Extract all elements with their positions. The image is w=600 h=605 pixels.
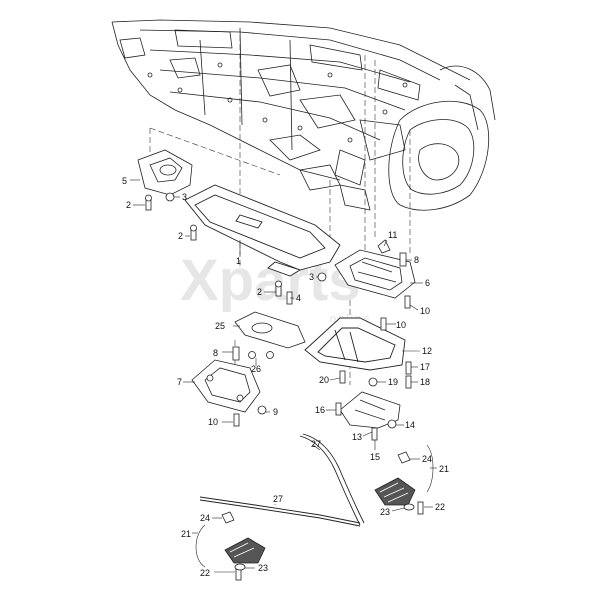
- bracket-part-7: [191, 359, 261, 413]
- callout-25: 25: [215, 321, 225, 331]
- watermark-brand: Xparts: [180, 248, 361, 313]
- callout-11: 11: [388, 230, 397, 240]
- callout-4: 4: [296, 293, 301, 303]
- callout-22a: 22: [435, 502, 445, 512]
- callout-13: 13: [352, 432, 362, 442]
- callout-7: 7: [177, 377, 182, 387]
- bracket-part-21-upper: [374, 477, 416, 506]
- bracket-part-6: [334, 249, 416, 299]
- callout-16: 16: [315, 405, 325, 415]
- clip-part-24: [221, 451, 411, 524]
- callout-3a: 3: [182, 192, 187, 202]
- callout-21a: 21: [439, 464, 449, 474]
- trim-strip-part-27: [199, 433, 365, 527]
- callout-10a: 10: [420, 306, 430, 316]
- callout-22b: 22: [200, 568, 210, 578]
- callout-15: 15: [370, 452, 380, 462]
- callout-27a: 27: [311, 439, 321, 449]
- callout-2a: 2: [126, 200, 131, 210]
- callout-8b: 8: [213, 348, 218, 358]
- callout-10c: 10: [208, 417, 218, 427]
- callout-9: 9: [273, 407, 278, 417]
- bracket-part-21-lower: [224, 537, 266, 564]
- callout-8a: 8: [414, 255, 419, 265]
- callout-18: 18: [420, 377, 430, 387]
- leader-lines: [130, 179, 437, 573]
- callout-23a: 23: [380, 507, 390, 517]
- callout-14: 14: [405, 420, 415, 430]
- callout-23b: 23: [258, 563, 268, 573]
- callout-10b: 10: [396, 320, 406, 330]
- callout-5: 5: [122, 176, 127, 186]
- bracket-part-5: [137, 149, 193, 196]
- bracket-part-13: [339, 391, 401, 429]
- callout-12: 12: [422, 346, 432, 356]
- callout-21b: 21: [181, 529, 191, 539]
- callout-2b: 2: [178, 231, 183, 241]
- callout-3b: 3: [309, 272, 314, 282]
- callout-26: 26: [251, 364, 261, 374]
- callout-19: 19: [388, 377, 398, 387]
- callout-17: 17: [420, 362, 430, 372]
- callout-labels: 5 2 3 2 1 2 4 3 11 8 6 10 10 25 8 26 7 9…: [122, 176, 449, 578]
- callout-1: 1: [236, 256, 241, 266]
- callout-2c: 2: [257, 287, 262, 297]
- underbody-panel-part-1: [184, 184, 341, 277]
- cover-part-25: [234, 311, 306, 349]
- shield-part-12: [304, 317, 406, 371]
- callout-20: 20: [319, 375, 329, 385]
- callout-24a: 24: [422, 454, 432, 464]
- callout-24b: 24: [200, 513, 210, 523]
- callout-6: 6: [425, 278, 430, 288]
- callout-27b: 27: [273, 494, 283, 504]
